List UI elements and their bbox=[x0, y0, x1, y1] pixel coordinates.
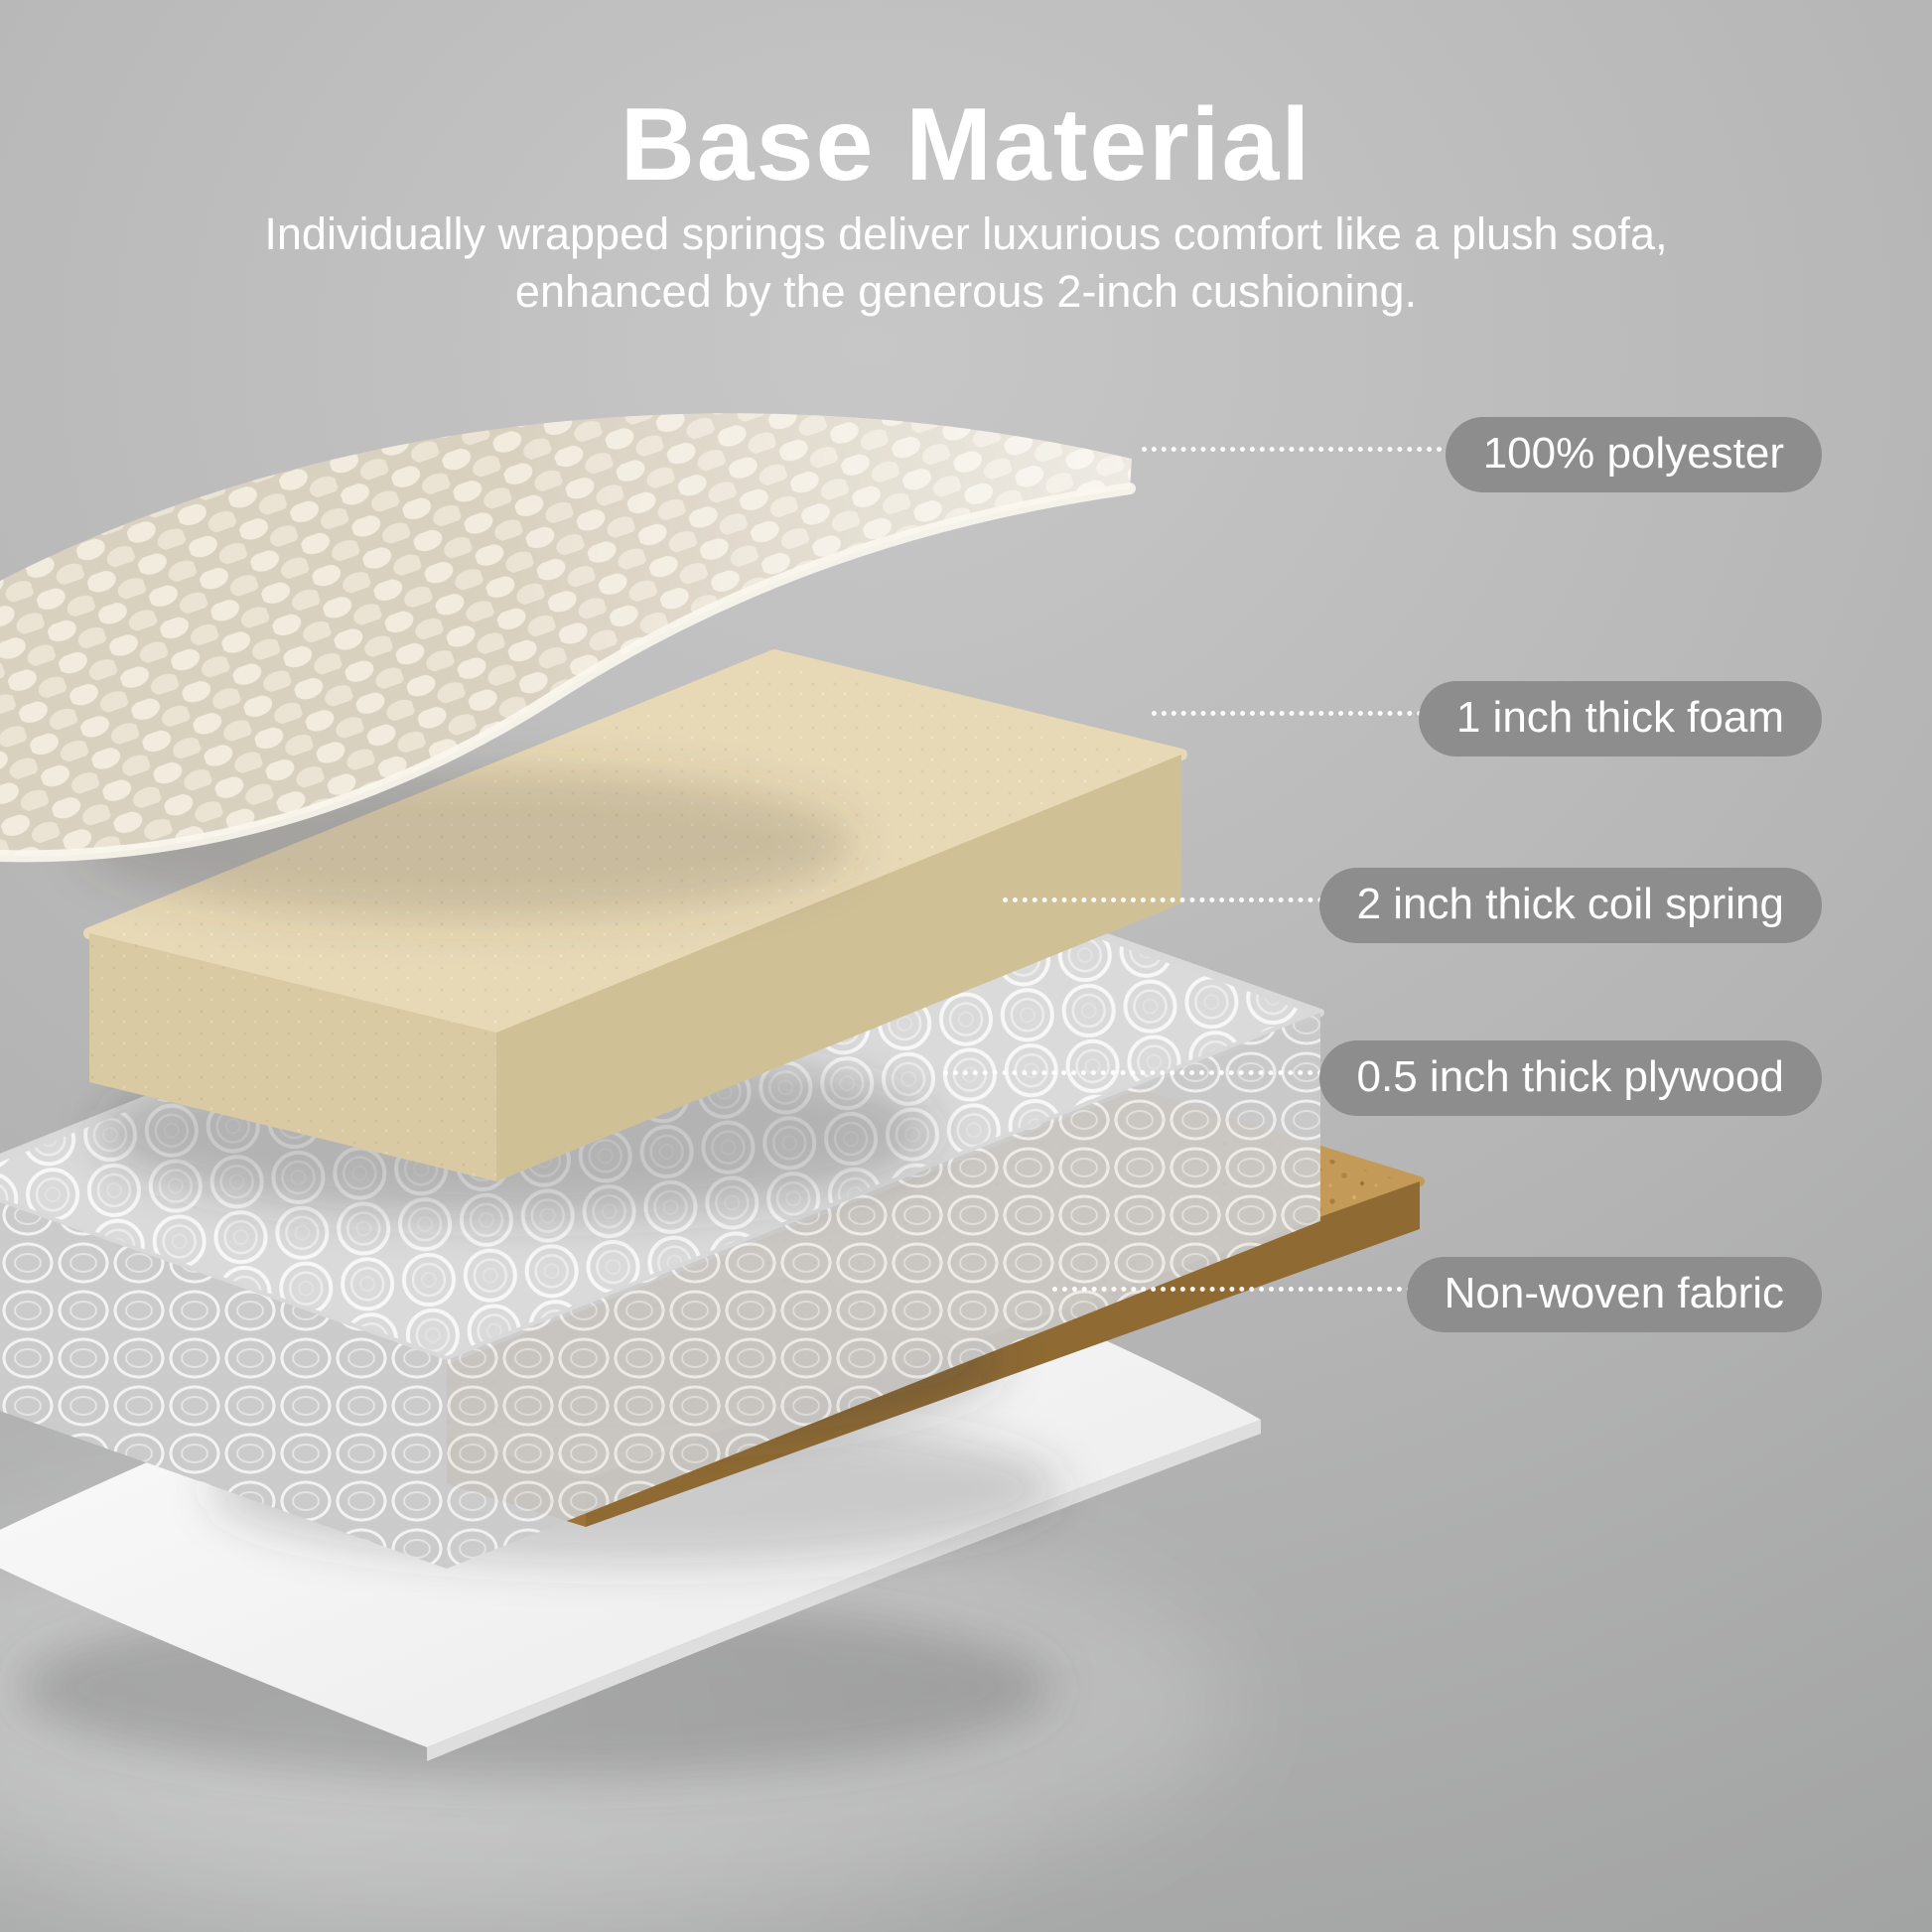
polyester-layer bbox=[0, 413, 1136, 918]
connector-line-non-woven-fabric bbox=[1052, 1287, 1688, 1292]
layer-label-non-woven-fabric: Non-woven fabric bbox=[1406, 1257, 1822, 1332]
subtitle-line-2: enhanced by the generous 2-inch cushioni… bbox=[514, 265, 1418, 317]
coil-right-face bbox=[447, 1013, 1320, 1569]
subtitle-line-1: Individually wrapped springs deliver lux… bbox=[264, 208, 1668, 260]
coil-left-face bbox=[0, 1202, 447, 1569]
layer-label-polyester: 100% polyester bbox=[1445, 417, 1822, 492]
connector-line-polyester bbox=[1142, 447, 1688, 452]
layer-label-plywood: 0.5 inch thick plywood bbox=[1318, 1040, 1822, 1116]
plywood-right-edge bbox=[586, 1181, 1420, 1527]
layer-label-foam: 1 inch thick foam bbox=[1418, 681, 1822, 757]
connector-line-plywood bbox=[943, 1070, 1688, 1075]
foam-layer bbox=[83, 649, 1187, 1216]
page-title: Base Material bbox=[620, 87, 1312, 203]
header: Base Material Individually wrapped sprin… bbox=[0, 87, 1932, 320]
foam-left-face bbox=[89, 933, 496, 1181]
foam-right-face bbox=[496, 755, 1181, 1181]
polyester-front-rim bbox=[0, 483, 1136, 863]
polyester-highlight bbox=[0, 413, 1132, 857]
layer-label-coil-spring: 2 inch thick coil spring bbox=[1318, 868, 1822, 943]
